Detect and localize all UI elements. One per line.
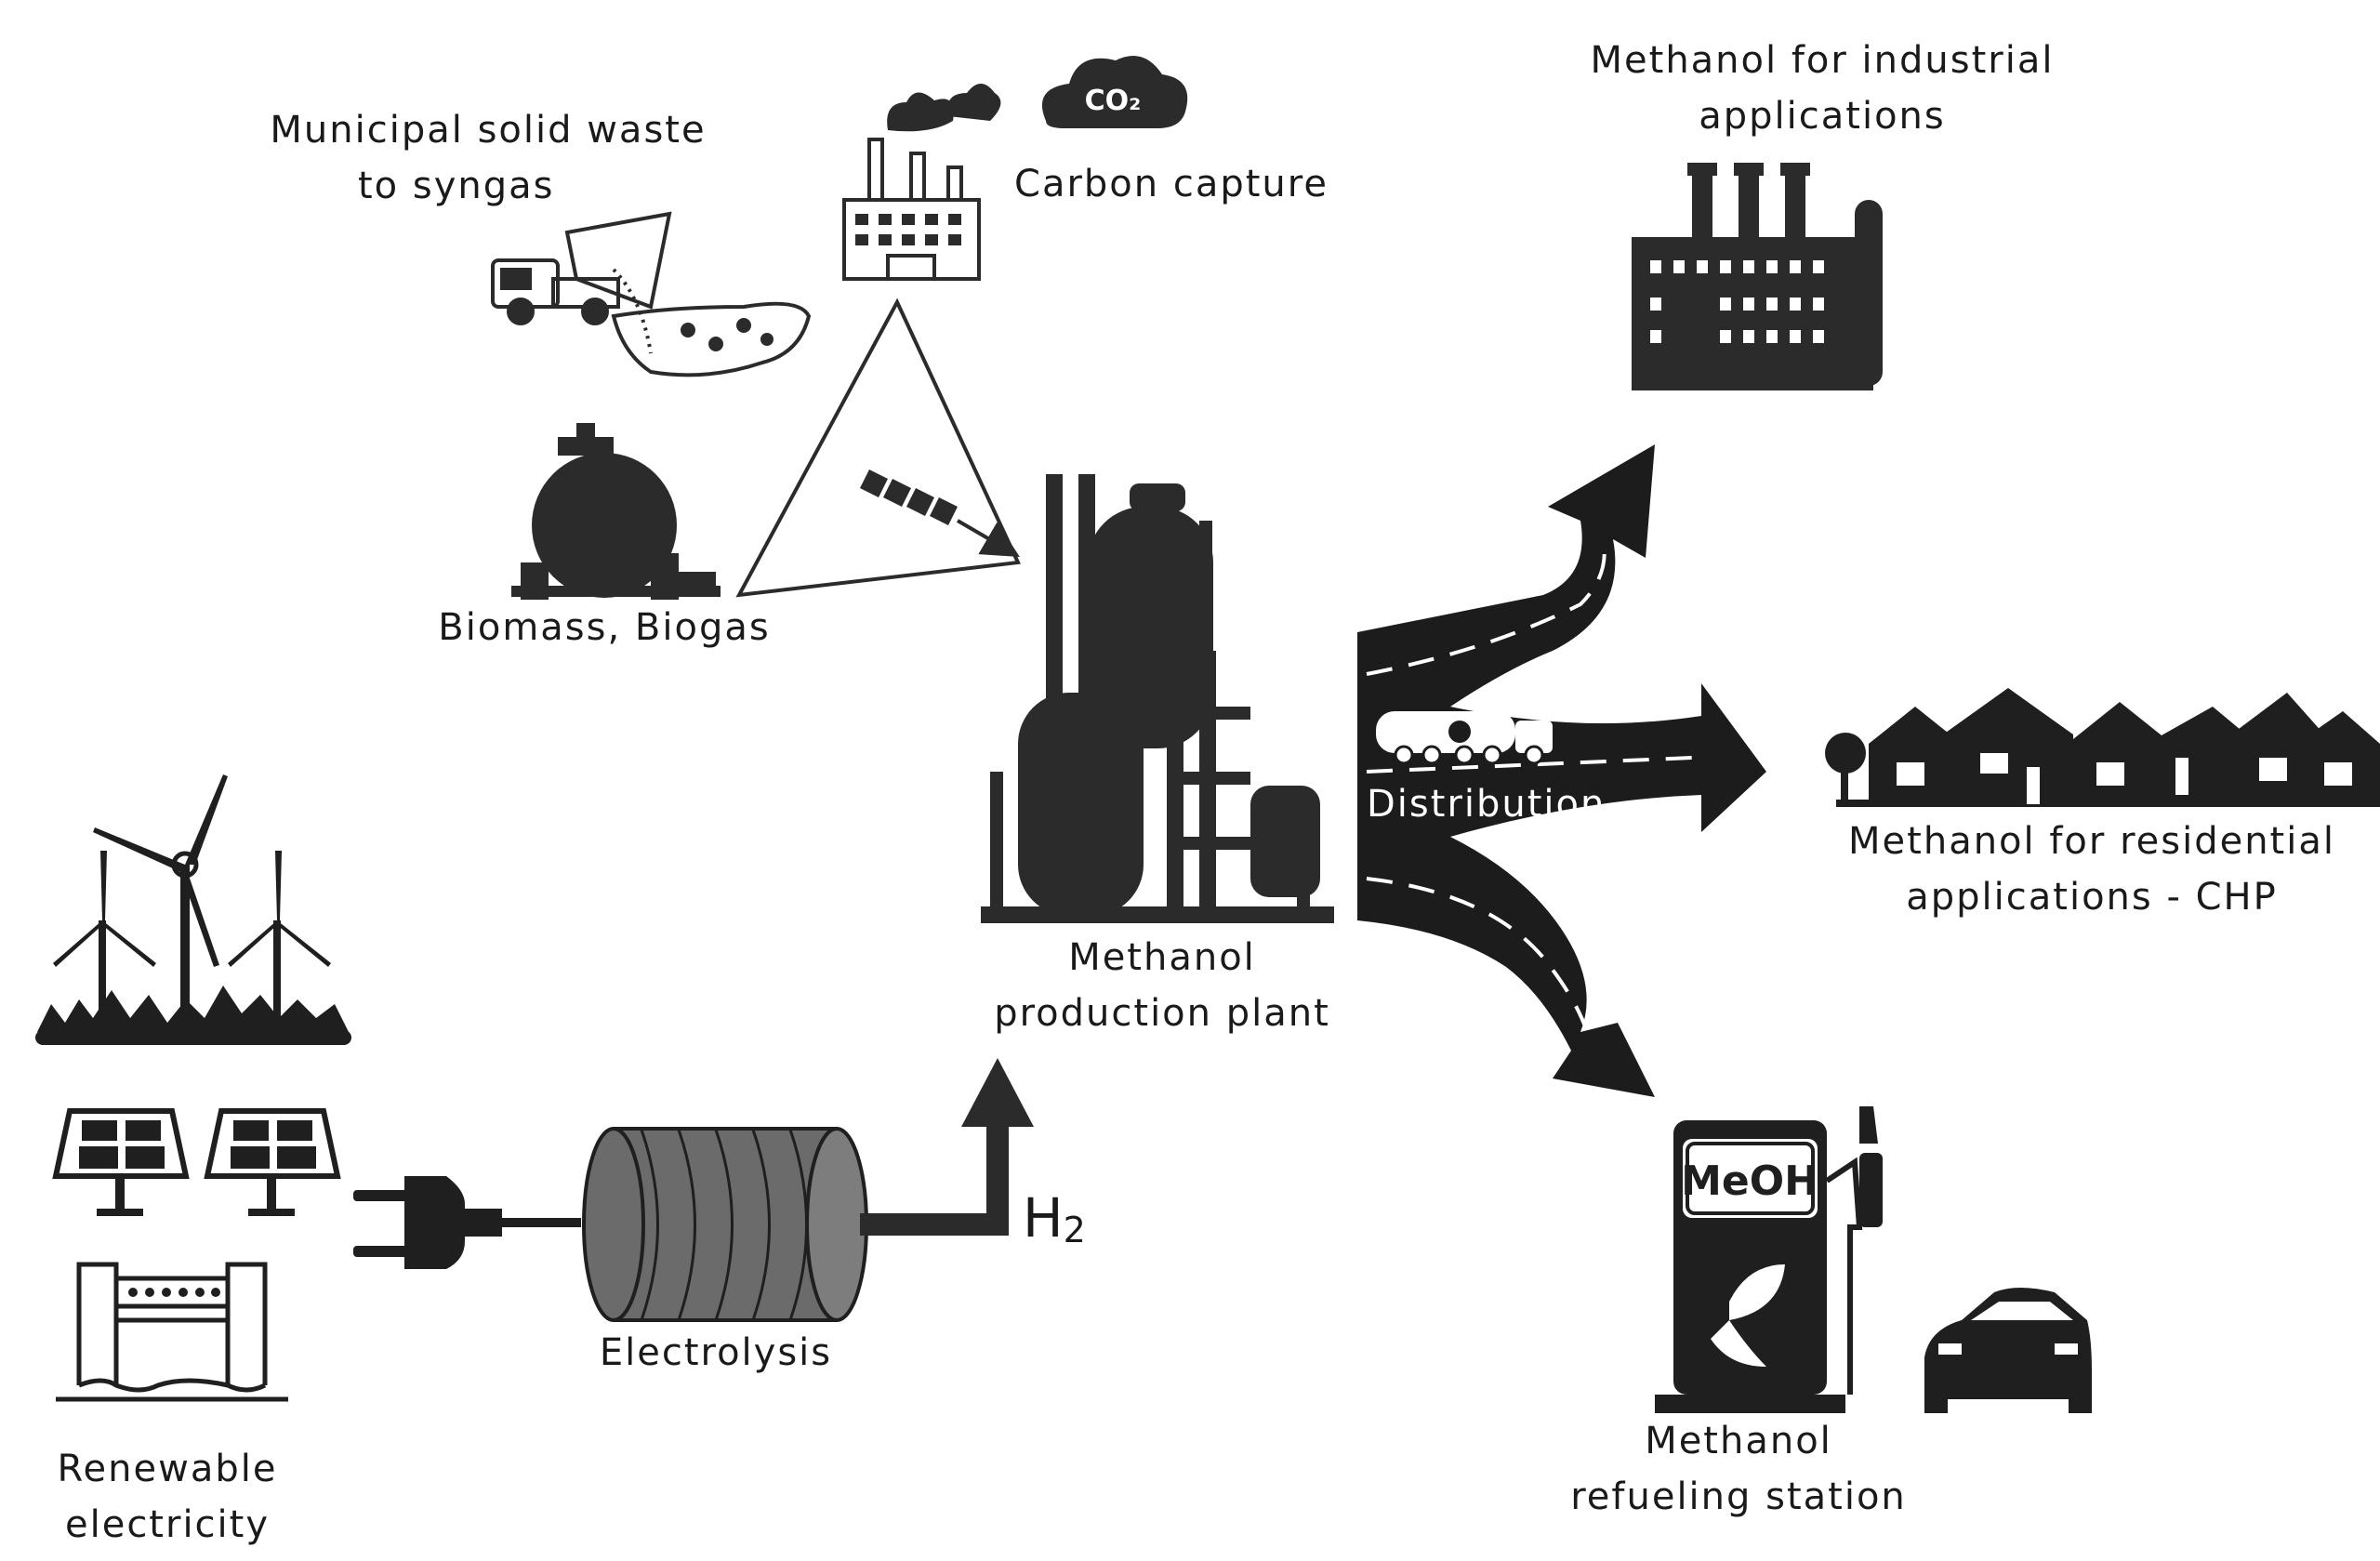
feedstock-triangle <box>735 298 1021 598</box>
label-industrial-line2: applications <box>1699 95 1946 138</box>
electrolysis-cylinder-icon <box>582 1127 868 1322</box>
tanker-truck-icon <box>1376 711 1553 765</box>
co2-cloud-icon: CO₂ <box>1041 56 1188 128</box>
label-hydrogen-subscript: 2 <box>1063 1210 1086 1250</box>
label-refueling: Methanol refueling station <box>1553 1413 1924 1525</box>
solar-panel-icon <box>52 1108 341 1216</box>
label-refueling-line1: Methanol <box>1645 1420 1832 1462</box>
fuel-pump-icon: MeOH <box>1655 1106 1883 1413</box>
methanol-plant-icon <box>981 474 1334 923</box>
label-residential: Methanol for residential applications - … <box>1822 814 2361 925</box>
co2-badge: CO₂ <box>1085 85 1142 117</box>
label-plant-line2: production plant <box>994 992 1330 1035</box>
label-distribution: Distribution <box>1367 783 1606 826</box>
label-carbon-capture: Carbon capture <box>1014 163 1329 205</box>
car-icon <box>1924 1288 2092 1413</box>
label-plant: Methanol production plant <box>958 930 1367 1041</box>
dump-truck-icon <box>491 211 812 377</box>
label-biomass: Biomass, Biogas <box>438 606 771 649</box>
label-renewable-line1: Renewable <box>57 1448 278 1490</box>
label-residential-line2: applications - CHP <box>1906 876 2278 919</box>
hydrogen-arrow <box>860 1058 1034 1236</box>
pump-sign: MeOH <box>1681 1158 1818 1205</box>
label-electrolysis: Electrolysis <box>599 1331 833 1374</box>
biogas-tank-icon <box>511 423 721 600</box>
label-renewable: Renewable electricity <box>19 1441 316 1553</box>
label-msw: Municipal solid waste to syngas <box>232 102 744 214</box>
label-residential-line1: Methanol for residential <box>1848 820 2335 863</box>
factory-smoke-icon <box>842 84 1001 281</box>
label-refueling-line2: refueling station <box>1570 1475 1907 1518</box>
plug-icon <box>353 1176 581 1269</box>
label-msw-line1: Municipal solid waste <box>270 109 707 152</box>
label-industrial: Methanol for industrial applications <box>1562 33 2082 144</box>
dam-icon <box>56 1262 288 1402</box>
industrial-factory-icon <box>1632 163 1883 390</box>
wind-turbine-icon <box>35 774 351 1045</box>
road-arrows-icon <box>1357 444 1766 1097</box>
label-hydrogen: H2 <box>1023 1190 1125 1258</box>
label-msw-line2: to syngas <box>358 165 555 207</box>
label-plant-line1: Methanol <box>1068 936 1256 979</box>
label-hydrogen-symbol: H <box>1023 1186 1064 1250</box>
label-industrial-line1: Methanol for industrial <box>1590 39 2055 82</box>
label-renewable-line2: electricity <box>64 1503 271 1546</box>
houses-icon <box>1825 688 2380 807</box>
